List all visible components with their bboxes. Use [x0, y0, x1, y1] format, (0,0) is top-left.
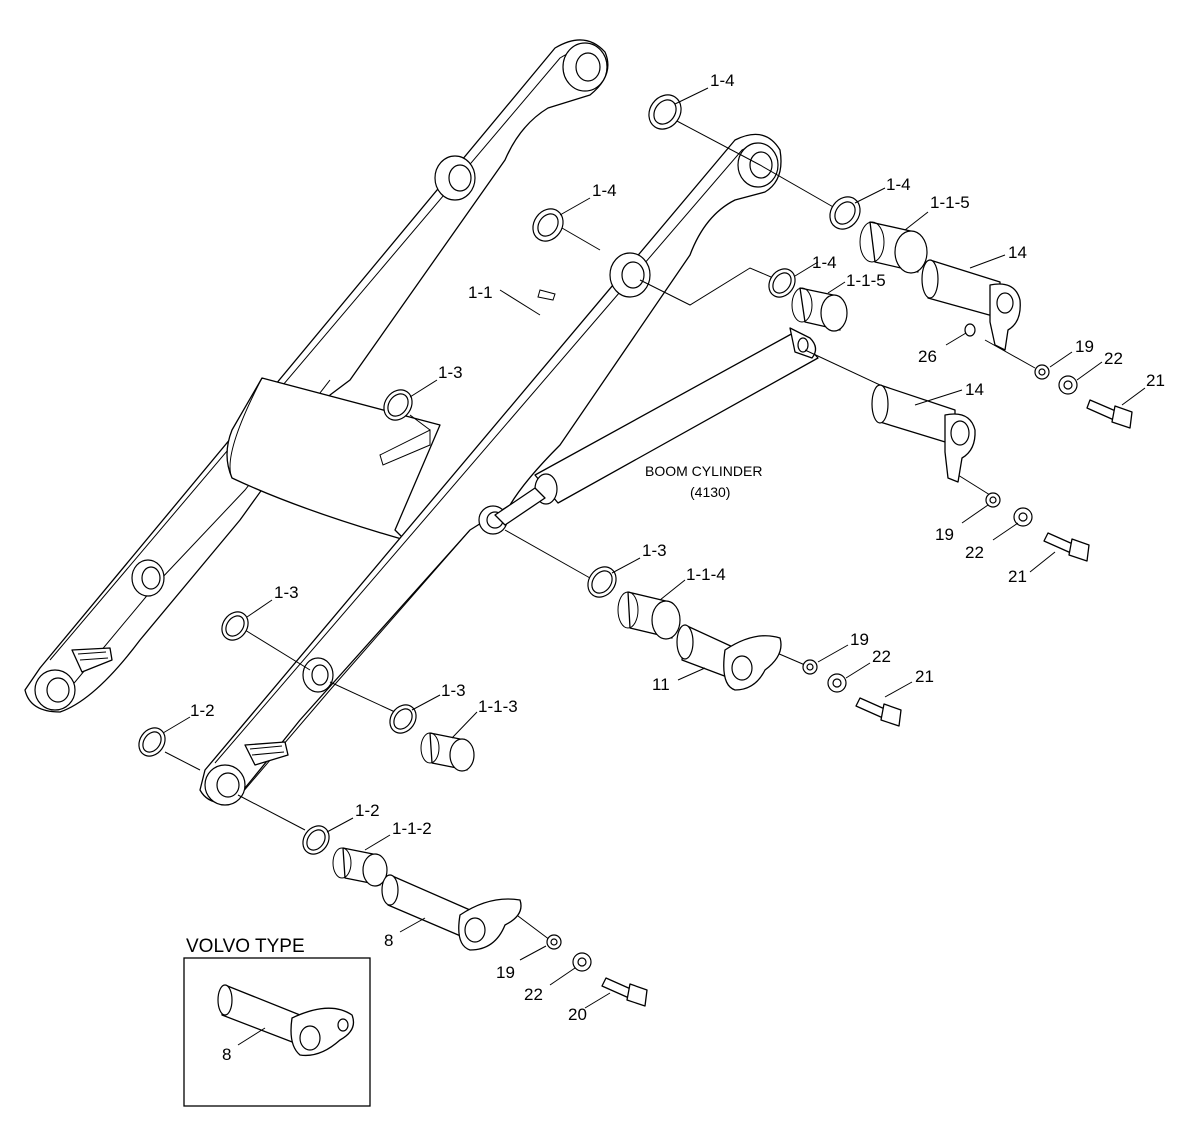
washer-22-a: [1058, 375, 1078, 395]
rear-boss-foot: [34, 669, 76, 711]
label-1-1-2: 1-1-2: [392, 819, 432, 838]
volvo-type-inset: VOLVO TYPE 8: [183, 936, 371, 1107]
bolt-20: [601, 977, 648, 1007]
o-ring-1-4-a: [648, 94, 682, 130]
label-1-4-b: 1-4: [592, 181, 617, 200]
label-1-1-5-a: 1-1-5: [930, 193, 970, 212]
label-22-b: 22: [965, 543, 984, 562]
label-1-3-c: 1-3: [274, 583, 299, 602]
label-1-1: 1-1: [468, 283, 493, 302]
boom-cylinder: [494, 327, 819, 526]
o-ring-1-3-b: [587, 566, 617, 598]
label-14-a: 14: [1008, 243, 1027, 262]
bushing-1-1-3: [420, 732, 475, 772]
label-19-b: 19: [935, 525, 954, 544]
rear-boom-arm: [24, 39, 609, 713]
washer-19-a: [1034, 364, 1050, 380]
front-boss-foot: [204, 764, 246, 806]
label-21-a: 21: [1146, 371, 1165, 390]
leader-lines: [162, 87, 1146, 1009]
boom-cylinder-name: BOOM CYLINDER: [645, 463, 762, 479]
label-1-3-a: 1-3: [438, 363, 463, 382]
pin-14-lower: [871, 384, 976, 483]
o-ring-1-4-d: [768, 268, 796, 298]
o-ring-1-3-c: [221, 611, 249, 641]
label-21-b: 21: [1008, 567, 1027, 586]
washer-22-d: [572, 952, 592, 972]
label-1-3-d: 1-3: [441, 681, 466, 700]
pin-14-upper: [921, 259, 1021, 351]
bushing-1-1-2: [332, 847, 388, 887]
bushing-1-1-5-a: [859, 221, 928, 274]
rear-boss-top: [562, 42, 608, 92]
o-ring-1-2-b: [302, 825, 330, 855]
front-boss-low: [302, 657, 334, 693]
label-20: 20: [568, 1005, 587, 1024]
washer-26: [964, 323, 976, 337]
washer-19-c: [802, 659, 818, 675]
o-ring-1-3-a: [383, 389, 413, 421]
washer-19-d: [546, 934, 562, 950]
o-ring-1-2-a: [138, 727, 166, 757]
boom-cylinder-ref: (4130): [690, 484, 730, 500]
front-boss-mid: [609, 252, 651, 298]
front-boss-top: [737, 142, 779, 188]
label-1-1-5-b: 1-1-5: [846, 271, 886, 290]
label-1-4-c: 1-4: [886, 175, 911, 194]
o-ring-1-3-d: [389, 704, 417, 734]
washer-22-c: [827, 673, 847, 693]
label-1-2-a: 1-2: [190, 701, 215, 720]
bolt-21-a: [1086, 399, 1133, 429]
cross-tube: [226, 377, 441, 541]
label-1-4-d: 1-4: [812, 253, 837, 272]
label-1-4-a: 1-4: [710, 71, 735, 90]
label-14-b: 14: [965, 380, 984, 399]
part-labels: 1-4 1-4 1-4 1-4 1-1-5 1-1-5 14 14 1-1 26…: [190, 71, 1165, 1024]
o-ring-1-4-b: [532, 208, 564, 242]
label-22-a: 22: [1104, 349, 1123, 368]
bushing-1-1-5-b: [791, 287, 848, 332]
bolt-21-c: [855, 697, 902, 727]
label-19-a: 19: [1075, 337, 1094, 356]
inset-title: VOLVO TYPE: [186, 936, 305, 957]
label-21-c: 21: [915, 667, 934, 686]
label-1-2-b: 1-2: [355, 801, 380, 820]
label-19-d: 19: [496, 963, 515, 982]
bolt-21-b: [1043, 532, 1090, 562]
pin-8: [381, 874, 522, 951]
label-26: 26: [918, 347, 937, 366]
volvo-pin-8: [217, 984, 355, 1057]
rear-boss-mid: [434, 155, 476, 201]
rear-boss-low: [131, 559, 165, 597]
label-1-1-4: 1-1-4: [686, 565, 726, 584]
pin-11: [676, 624, 782, 691]
label-1-1-3: 1-1-3: [478, 697, 518, 716]
label-1-3-b: 1-3: [642, 541, 667, 560]
label-22-d: 22: [524, 985, 543, 1004]
washer-19-b: [985, 492, 1001, 508]
label-19-c: 19: [850, 630, 869, 649]
bushing-1-1-4: [617, 591, 681, 640]
o-ring-1-4-c: [829, 196, 861, 230]
label-8: 8: [384, 931, 393, 950]
washer-22-b: [1013, 507, 1033, 527]
label-22-c: 22: [872, 647, 891, 666]
label-8-volvo: 8: [222, 1045, 231, 1064]
assembly-lines: [164, 119, 1036, 941]
label-11: 11: [652, 675, 670, 694]
inset-frame: [183, 957, 371, 1107]
boom-assembly: [24, 39, 782, 806]
